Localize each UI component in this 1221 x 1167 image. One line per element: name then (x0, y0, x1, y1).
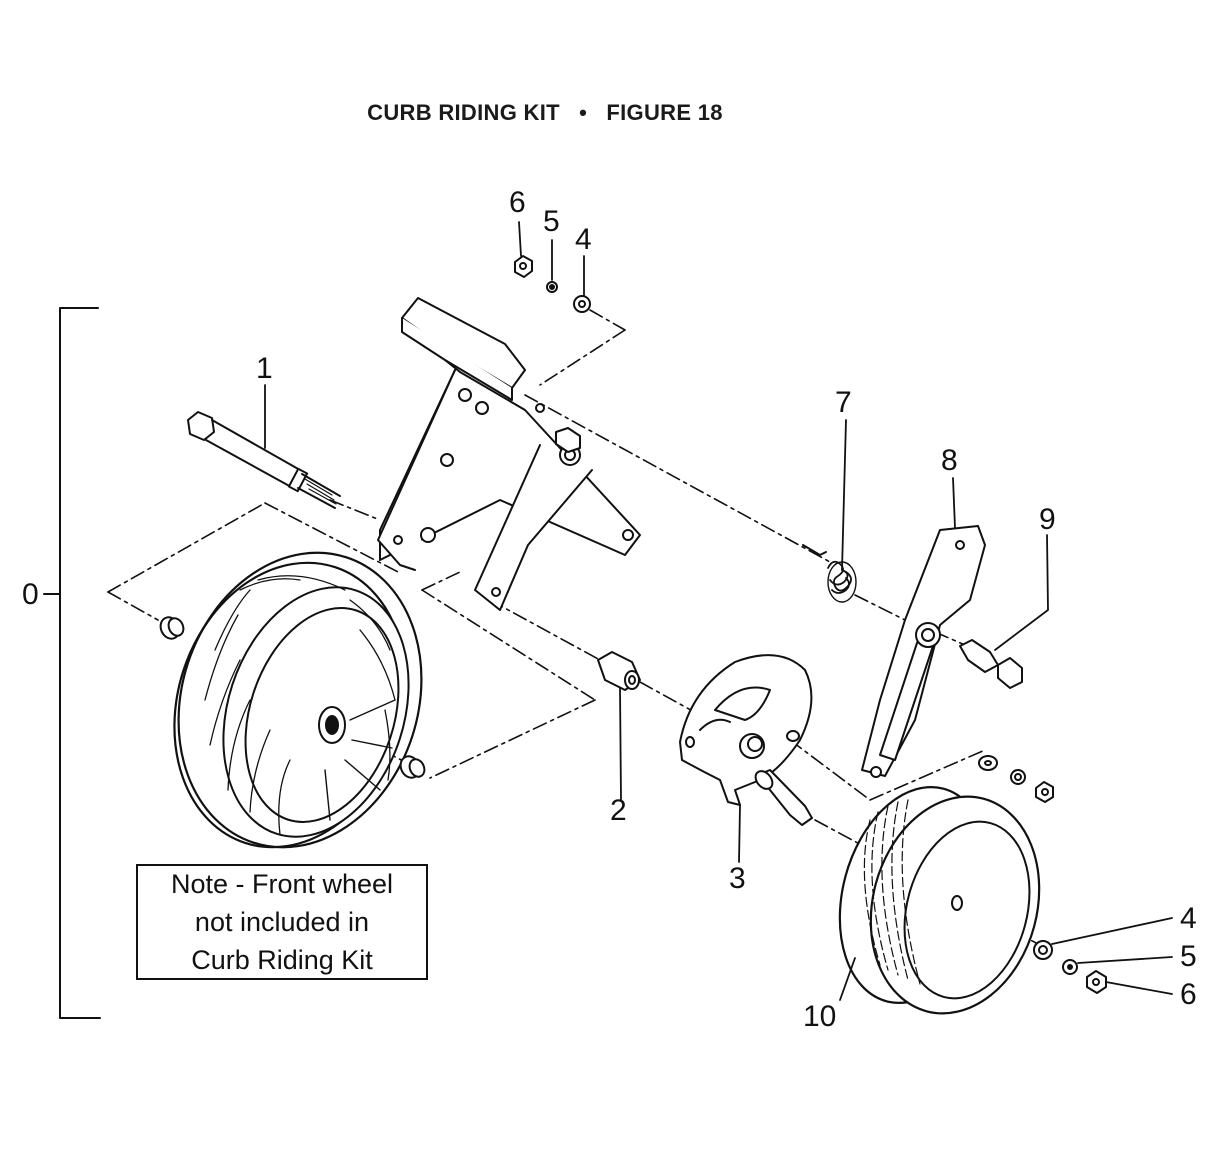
callout-spring: 7 (835, 386, 852, 419)
callout-arm-plate: 3 (729, 862, 746, 895)
note-box: Note - Front wheel not included in Curb … (136, 864, 428, 980)
callout-washer-top: 4 (575, 223, 592, 256)
callout-link-bar: 8 (941, 444, 958, 477)
callout-lockwasher-top: 5 (543, 205, 560, 238)
callout-bolt: 1 (256, 352, 273, 385)
figure-title: CURB RIDING KIT • FIGURE 18 (300, 100, 790, 126)
shoulder-bolt (959, 639, 1023, 689)
rear-bushings (159, 616, 426, 779)
top-hardware (514, 255, 591, 313)
figure-number: FIGURE 18 (606, 100, 723, 125)
rear-wheel (173, 551, 423, 849)
arm-plate (679, 654, 813, 826)
callout-nut-bottom: 6 (1180, 978, 1197, 1011)
note-line-3: Curb Riding Kit (191, 945, 373, 975)
assembly-guide-lines (107, 309, 1041, 946)
callout-washer-bottom: 4 (1180, 902, 1197, 935)
note-line-1: Note - Front wheel (170, 869, 394, 899)
bolt-part (187, 411, 341, 509)
callout-spacer: 2 (610, 794, 627, 827)
title-separator: • (579, 100, 588, 125)
callout-shoulder-bolt: 9 (1039, 503, 1056, 536)
callout-lockwasher-bottom: 5 (1180, 940, 1197, 973)
callout-nut-top: 6 (509, 186, 526, 219)
mounting-bracket (377, 297, 641, 611)
note-line-2: not included in (194, 907, 370, 937)
title-text: CURB RIDING KIT (367, 100, 560, 125)
link-bar (861, 525, 986, 778)
assembly-bracket (43, 307, 101, 1019)
front-wheel (838, 786, 1041, 1015)
callout-wheel: 10 (803, 1000, 837, 1033)
spacer-part (597, 651, 641, 691)
bottom-hardware (1033, 940, 1107, 994)
leader-lines (264, 221, 1173, 1001)
right-hardware (978, 755, 1054, 803)
spring-part (802, 544, 857, 603)
callout-assembly: 0 (22, 578, 39, 611)
